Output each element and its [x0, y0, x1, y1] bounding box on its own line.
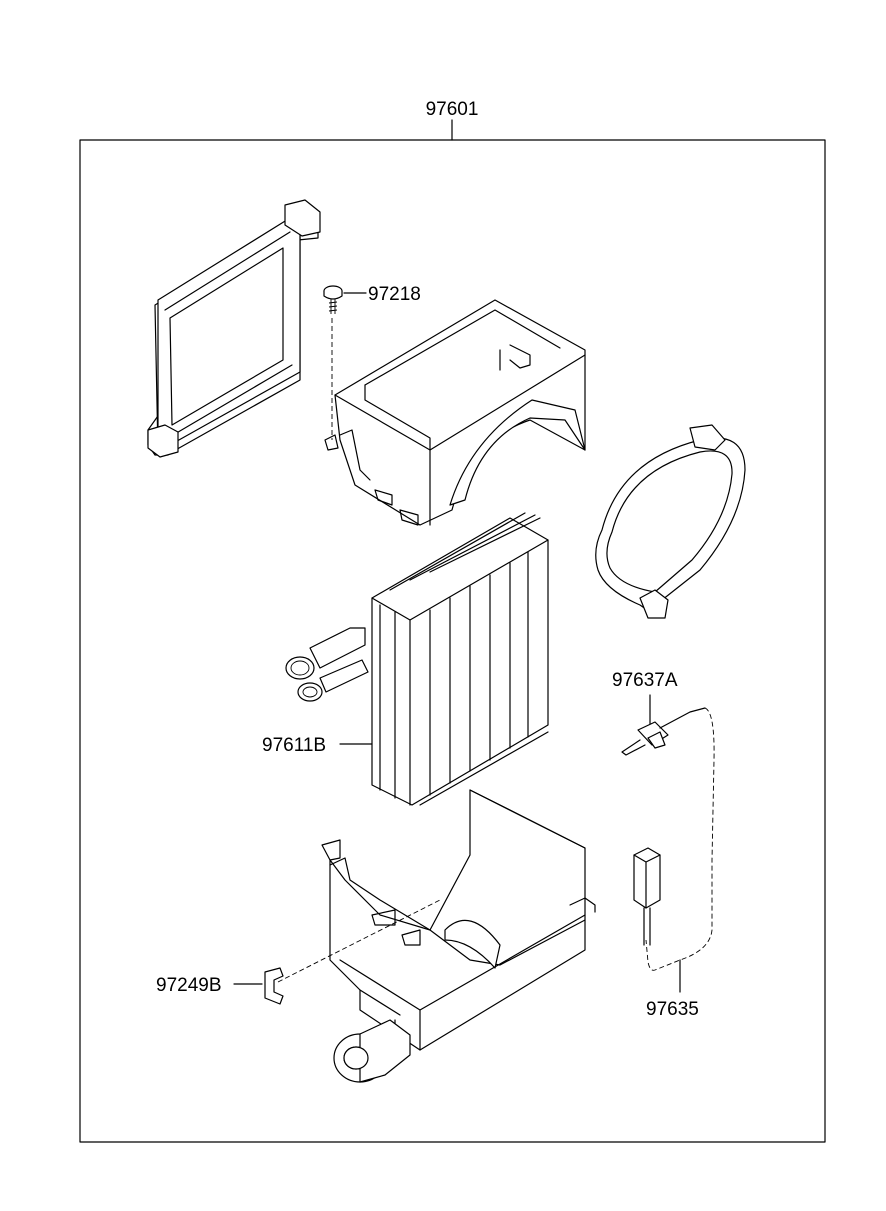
- clip[interactable]: [264, 967, 284, 1005]
- label-97637A[interactable]: 97637A: [612, 670, 678, 691]
- seal-frame-left[interactable]: [147, 199, 321, 458]
- thermo-sensor[interactable]: [621, 707, 706, 756]
- label-97611B[interactable]: 97611B: [262, 735, 326, 756]
- sensor-wire[interactable]: [633, 707, 715, 971]
- screw[interactable]: [323, 285, 343, 314]
- evaporator-core[interactable]: [371, 512, 549, 806]
- clip-guide: [277, 899, 441, 983]
- lower-case[interactable]: [321, 789, 596, 1083]
- label-97635[interactable]: 97635: [646, 999, 699, 1020]
- evaporator-pipes[interactable]: [285, 627, 369, 702]
- label-97218[interactable]: 97218: [368, 284, 421, 305]
- seal-ring-right[interactable]: [595, 424, 746, 619]
- label-97601[interactable]: 97601: [426, 99, 479, 120]
- upper-case[interactable]: [324, 299, 586, 526]
- label-97249B[interactable]: 97249B: [156, 975, 222, 996]
